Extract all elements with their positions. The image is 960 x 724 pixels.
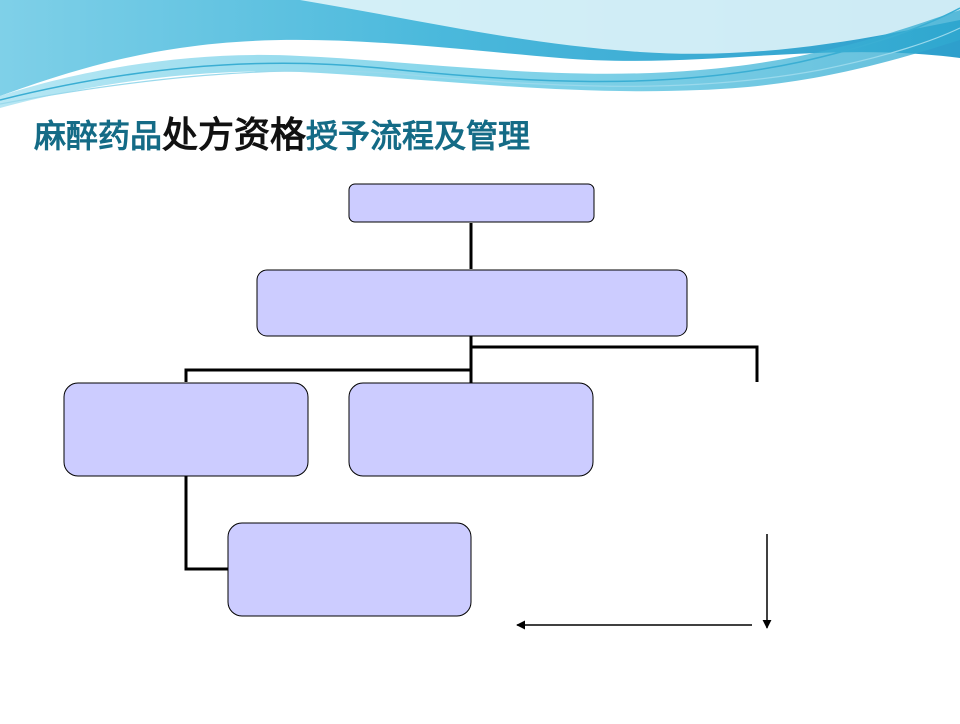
wave-band-light xyxy=(300,0,960,54)
connector-branch-left xyxy=(184,368,471,382)
box-left xyxy=(63,382,309,477)
wave-line-1 xyxy=(0,7,960,101)
box-top xyxy=(348,183,595,223)
flow-boxes xyxy=(63,183,688,617)
title-part-2: 处方资格 xyxy=(162,115,307,156)
title-part-1: 麻醉药品 xyxy=(34,117,163,155)
wave-band-mid xyxy=(0,10,960,108)
connectors xyxy=(184,223,759,571)
wave-line-2 xyxy=(0,27,960,105)
header-wave xyxy=(0,0,960,108)
box-sub xyxy=(227,522,472,617)
slide-title: 麻醉药品处方资格授予流程及管理 xyxy=(34,106,530,158)
connector-left-to-sub xyxy=(184,476,228,571)
box-middle xyxy=(348,382,594,477)
arrows xyxy=(516,534,772,630)
box-second xyxy=(256,269,688,337)
connector-branch-right xyxy=(471,345,759,382)
title-part-3: 授予流程及管理 xyxy=(306,117,531,155)
